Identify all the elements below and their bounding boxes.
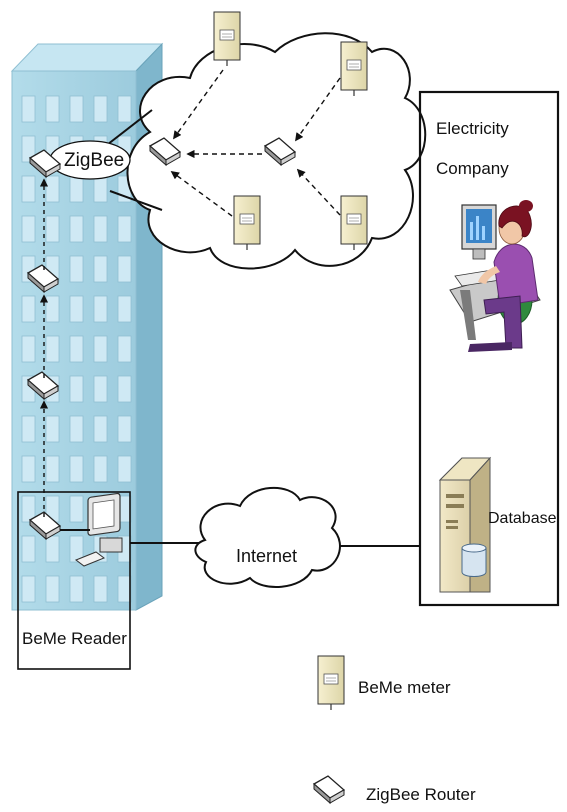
- beme-meter-icon: [233, 195, 261, 251]
- building-window: [21, 95, 36, 123]
- building-window: [21, 335, 36, 363]
- building-window: [45, 575, 60, 603]
- building-window: [45, 415, 60, 443]
- beme-meter-icon: [213, 11, 241, 67]
- building-window: [93, 255, 108, 283]
- building-window: [45, 455, 60, 483]
- building-window: [45, 335, 60, 363]
- building-window: [21, 295, 36, 323]
- building-window: [117, 415, 132, 443]
- building-window: [21, 495, 36, 523]
- building-window: [45, 175, 60, 203]
- internet-cloud: [194, 487, 341, 589]
- internet-label: Internet: [236, 546, 298, 566]
- beme-meter-icon: [340, 41, 368, 97]
- building-window: [69, 415, 84, 443]
- building-window: [21, 575, 36, 603]
- building-window: [117, 255, 132, 283]
- building-window: [21, 135, 36, 163]
- building-window: [69, 215, 84, 243]
- link-building-cloud-bottom: [109, 190, 163, 211]
- link-building-cloud-top: [102, 109, 153, 149]
- building-window: [69, 175, 84, 203]
- building-window: [117, 335, 132, 363]
- database-server-icon: [438, 456, 492, 593]
- building-window: [21, 415, 36, 443]
- building-window: [69, 95, 84, 123]
- building-window: [69, 375, 84, 403]
- building-window: [93, 375, 108, 403]
- building-window: [21, 175, 36, 203]
- building-window: [69, 575, 84, 603]
- building-window: [117, 575, 132, 603]
- electricity-company-label-line1: Electricity: [436, 119, 509, 138]
- building-window: [117, 375, 132, 403]
- building-window: [93, 295, 108, 323]
- operator-at-computer-icon: [449, 200, 541, 352]
- building-window: [93, 575, 108, 603]
- electricity-company-label-line2: Company: [436, 159, 509, 178]
- zigbee-label: ZigBee: [64, 150, 125, 171]
- building-window: [93, 455, 108, 483]
- building-window: [93, 175, 108, 203]
- building-window: [45, 215, 60, 243]
- beme-meter-icon: [340, 195, 368, 251]
- database-label: Database: [488, 510, 557, 527]
- legend-zigbee-router-icon: [313, 775, 345, 804]
- beme-reader-box: [17, 491, 131, 670]
- building-window: [69, 335, 84, 363]
- legend-zigbee-router-label: ZigBee Router: [366, 785, 476, 804]
- building-window: [93, 95, 108, 123]
- electricity-company-panel: [418, 90, 560, 607]
- building-window: [21, 455, 36, 483]
- desktop-computer-icon: [74, 492, 123, 567]
- legend-beme-meter-label: BeMe meter: [358, 678, 451, 697]
- building-window: [69, 455, 84, 483]
- beme-reader-label: BeMe Reader: [22, 629, 127, 648]
- building-window: [69, 495, 84, 523]
- legend-beme-meter-icon: [317, 655, 345, 711]
- building-window: [45, 535, 60, 563]
- building-window: [21, 535, 36, 563]
- building-window: [45, 295, 60, 323]
- building-window: [69, 295, 84, 323]
- building-window: [117, 455, 132, 483]
- building-window: [93, 415, 108, 443]
- mesh-arrows: [170, 69, 341, 217]
- building-window: [93, 335, 108, 363]
- building-window: [69, 255, 84, 283]
- building-window: [45, 95, 60, 123]
- building-window: [117, 295, 132, 323]
- building-window: [117, 95, 132, 123]
- building-window: [93, 215, 108, 243]
- building-window: [69, 535, 84, 563]
- building-window: [21, 215, 36, 243]
- building-window: [117, 215, 132, 243]
